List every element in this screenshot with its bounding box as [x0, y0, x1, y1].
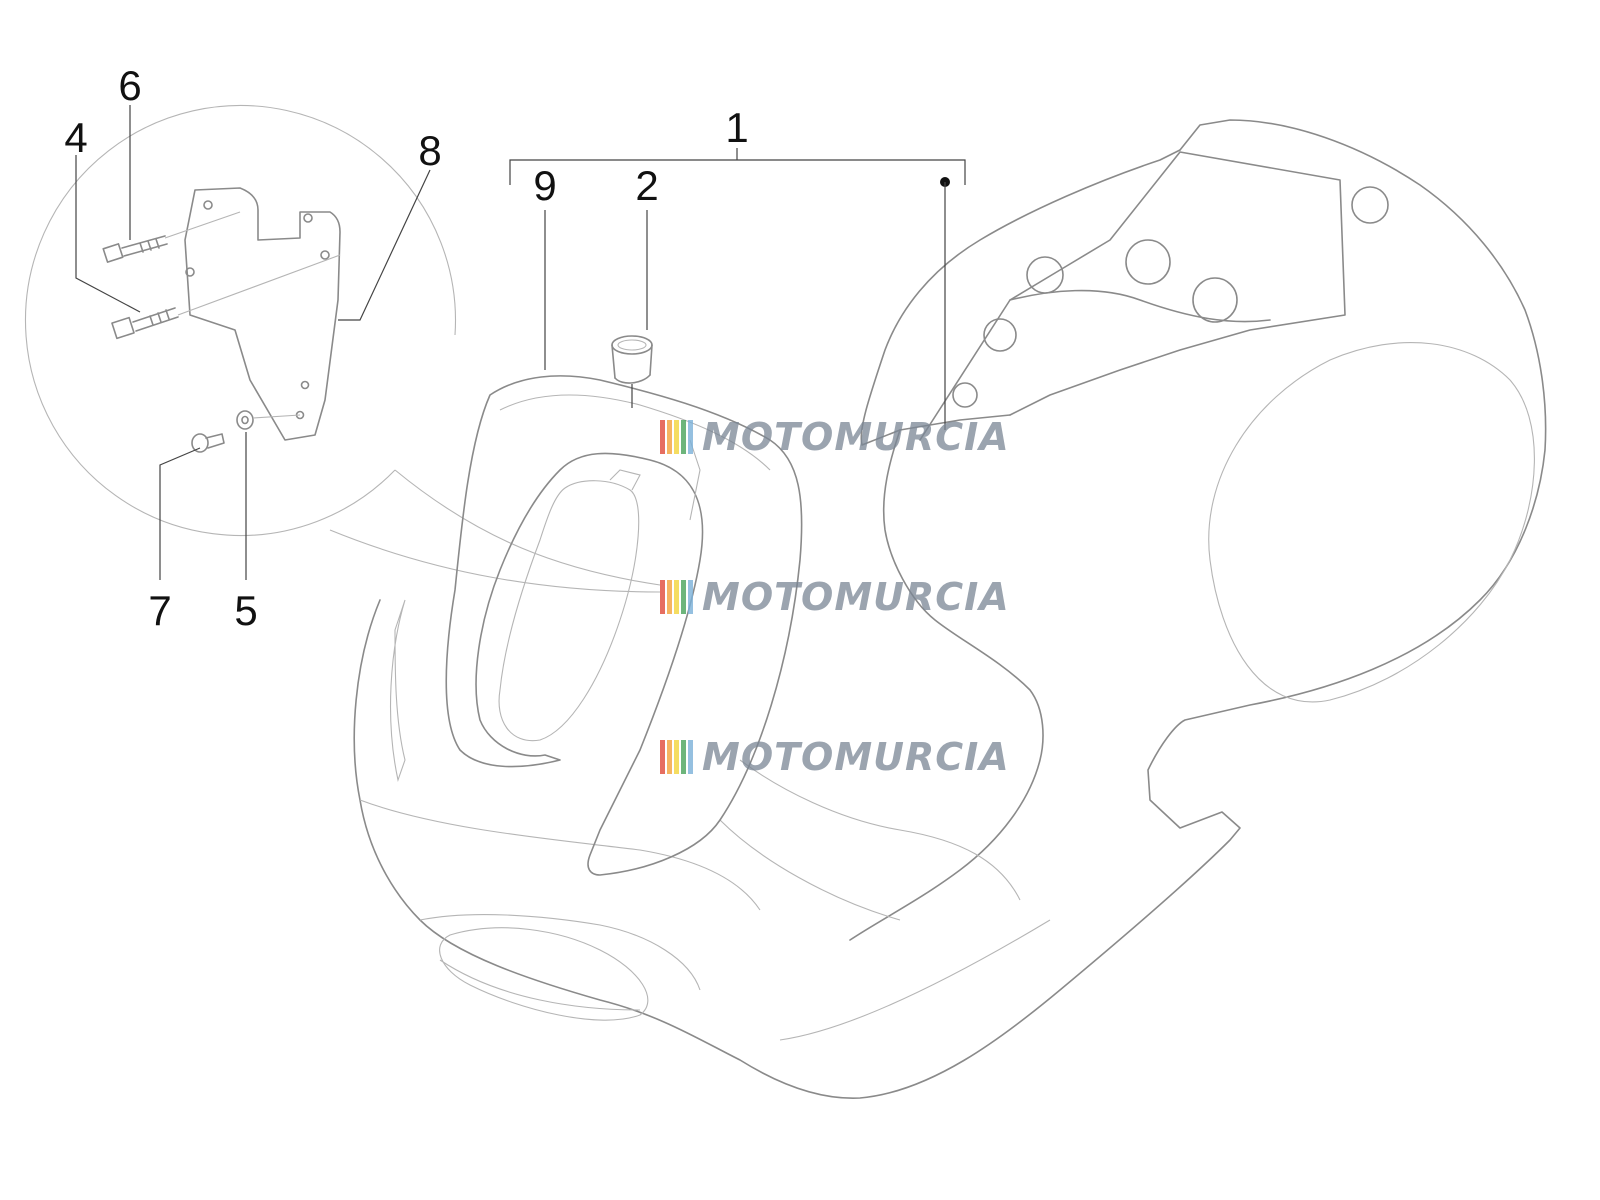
legshield-outline — [445, 375, 803, 876]
watermark-stripe — [688, 580, 693, 614]
bracket-hole — [320, 250, 330, 260]
watermark-stripe — [681, 580, 686, 614]
watermark-text: MOTOMURCIA — [702, 735, 1010, 779]
frame-hole — [952, 382, 978, 408]
bolt-part-4 — [111, 307, 179, 340]
frame-hole — [1192, 277, 1238, 323]
floorboard — [719, 759, 1051, 1041]
watermark-1: MOTOMURCIA — [660, 415, 1010, 459]
watermark-text: MOTOMURCIA — [702, 575, 1010, 619]
washer-part-5 — [236, 410, 254, 430]
bracket-hole — [300, 380, 310, 390]
watermark-stripe — [660, 580, 665, 614]
watermark-stripe — [674, 580, 679, 614]
assembly-line-5 — [252, 414, 301, 419]
bolt-part-6 — [102, 235, 168, 263]
assembly-line-4 — [177, 254, 341, 316]
watermark-stripe — [667, 580, 672, 614]
watermark-stripe — [660, 420, 665, 454]
frame-hole — [983, 318, 1017, 352]
watermark-stripes — [660, 740, 693, 774]
watermark-stripe — [681, 740, 686, 774]
detail-circle — [24, 104, 457, 537]
bracket-part — [184, 187, 341, 441]
side-panel-oval — [1208, 342, 1535, 703]
body-outline — [353, 119, 1547, 1099]
watermark-stripe — [688, 420, 693, 454]
front-shield-panel — [359, 799, 761, 1011]
leader-4 — [75, 155, 141, 313]
legshield-rib — [609, 439, 701, 521]
watermark-stripe — [667, 420, 672, 454]
watermark-text: MOTOMURCIA — [702, 415, 1010, 459]
leader-lines — [75, 105, 966, 580]
bracket-hole — [203, 200, 213, 210]
detail-connector-upper — [394, 469, 661, 586]
detail-connector-lower — [329, 529, 661, 593]
watermark-stripe — [681, 420, 686, 454]
leader-7 — [159, 447, 201, 580]
left-side-slot — [390, 599, 406, 783]
watermark-stripes — [660, 420, 693, 454]
bracket-hole — [303, 213, 313, 223]
body-top-rim — [860, 149, 1181, 446]
watermark-stripe — [667, 740, 672, 774]
legshield-inner-rim — [498, 394, 771, 742]
callout-4: 4 — [64, 114, 87, 161]
callout-2: 2 — [635, 162, 658, 209]
detail-inset — [24, 104, 661, 593]
assembly-line-6 — [164, 211, 241, 239]
watermark-stripe — [674, 420, 679, 454]
callout-1: 1 — [725, 104, 748, 151]
frame-hole — [1026, 256, 1064, 294]
screw-part-7 — [191, 433, 225, 453]
frame-tunnel — [849, 429, 1044, 941]
callout-9: 9 — [533, 162, 556, 209]
callout-6: 6 — [118, 62, 141, 109]
bracket-hole — [185, 267, 195, 277]
bushing-part-2 — [611, 335, 653, 384]
callouts: 1 9 2 6 4 8 7 5 — [64, 62, 748, 634]
callout-8: 8 — [418, 127, 441, 174]
watermark-3: MOTOMURCIA — [660, 735, 1010, 779]
watermark-stripe — [674, 740, 679, 774]
legshield-panel-part — [445, 375, 803, 876]
watermark-stripe — [660, 740, 665, 774]
front-grille-opening — [439, 927, 649, 1021]
scooter-body-part — [353, 119, 1547, 1099]
callout-5: 5 — [234, 587, 257, 634]
callout-7: 7 — [148, 587, 171, 634]
leader-bracket-1 — [509, 159, 966, 185]
watermark-stripe — [688, 740, 693, 774]
frame-crossmember — [1009, 289, 1271, 323]
watermark-stripes — [660, 580, 693, 614]
leader-8 — [338, 169, 431, 321]
frame-hole — [1125, 239, 1171, 285]
frame-inner — [919, 151, 1346, 441]
frame-hole — [1351, 186, 1389, 224]
watermark-2: MOTOMURCIA — [660, 575, 1010, 619]
